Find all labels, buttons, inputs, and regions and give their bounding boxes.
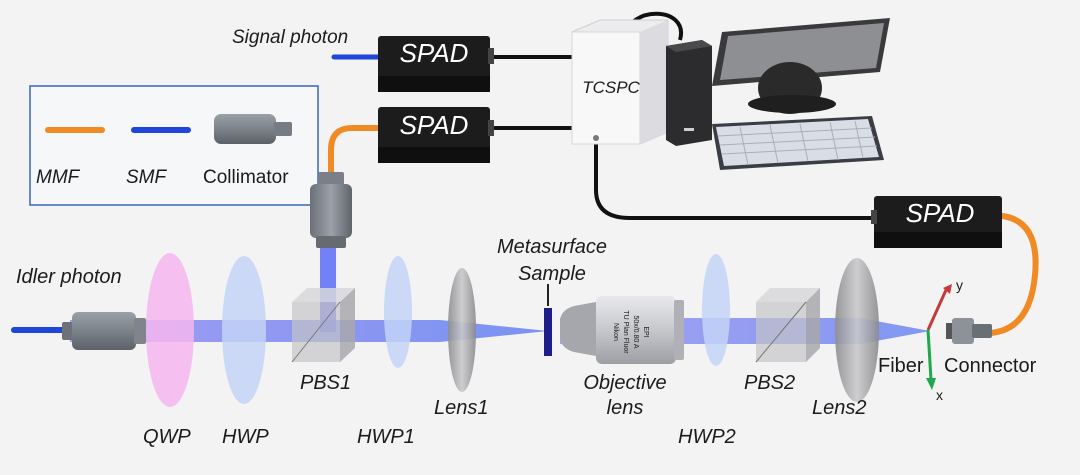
hwp2-plate	[702, 254, 730, 366]
computer	[666, 18, 890, 170]
objective-lens: Nikon TU Plan Fluor 50x/0.80 A EPI	[560, 296, 684, 364]
spad-connector: SPAD	[871, 196, 1002, 248]
coordinate-axes: y x	[926, 277, 963, 403]
legend: MMF SMF Collimator	[29, 85, 319, 206]
fiber-label: Fiber	[878, 355, 924, 377]
lens2	[835, 258, 879, 402]
smf-legend-label: SMF	[126, 167, 168, 188]
pbs2-cube	[755, 288, 820, 363]
axis-y-label: y	[956, 277, 963, 293]
fiber-connector	[946, 318, 992, 344]
hwp2-label: HWP2	[678, 426, 736, 448]
legend-frame	[29, 85, 319, 206]
idler-photon-label: Idler photon	[16, 266, 122, 288]
metasurface-sample	[544, 308, 552, 356]
input-collimator	[62, 312, 146, 350]
hwp1-plate	[384, 256, 412, 368]
objective-label-line2: lens	[607, 397, 644, 419]
metasurface-label-line2: Sample	[518, 263, 586, 285]
pbs2-label: PBS2	[744, 372, 795, 394]
spad-idler: SPAD	[378, 107, 494, 163]
spad-signal-label: SPAD	[400, 38, 469, 68]
tcspc-label: TCSPC	[582, 78, 640, 97]
qwp-plate	[146, 253, 194, 407]
spad-connector-label: SPAD	[906, 198, 975, 228]
tcspc-unit: TCSPC	[571, 19, 669, 145]
qwp-label: QWP	[143, 426, 191, 448]
axis-x-label: x	[936, 387, 943, 403]
collimator-legend-icon	[214, 114, 292, 144]
mmf-to-spad	[328, 125, 381, 181]
pbs1-label: PBS1	[300, 372, 351, 394]
upper-collimator	[310, 172, 352, 248]
hwp-label: HWP	[222, 426, 269, 448]
collimator-legend-label: Collimator	[203, 167, 289, 188]
hwp1-label: HWP1	[357, 426, 415, 448]
signal-photon-label: Signal photon	[232, 27, 348, 48]
mmf-legend-label: MMF	[36, 167, 81, 188]
keyboard	[712, 116, 884, 170]
objective-label-line1: Objective	[583, 372, 666, 394]
hwp-plate	[222, 256, 266, 404]
spad-idler-label: SPAD	[400, 110, 469, 140]
metasurface-label-line1: Metasurface	[497, 236, 607, 258]
fiber-cables	[11, 54, 1039, 336]
engraving-line-3: 50x/0.80 A	[632, 315, 639, 348]
lens2-label: Lens2	[812, 397, 867, 419]
engraving-line-4: EPI	[642, 326, 649, 337]
engraving-line-2: TU Plan Fluor	[622, 310, 629, 354]
pc-tower	[666, 40, 712, 146]
engraving-line-1: Nikon	[612, 323, 619, 341]
mmf-from-connector	[987, 213, 1039, 336]
pbs1-cube	[291, 288, 355, 363]
spad-signal: SPAD	[378, 36, 494, 92]
lens1-label: Lens1	[434, 397, 489, 419]
monitor	[712, 18, 890, 114]
objective-engraving: Nikon TU Plan Fluor 50x/0.80 A EPI	[612, 310, 649, 354]
connector-label: Connector	[944, 355, 1037, 377]
lens1	[448, 268, 476, 392]
